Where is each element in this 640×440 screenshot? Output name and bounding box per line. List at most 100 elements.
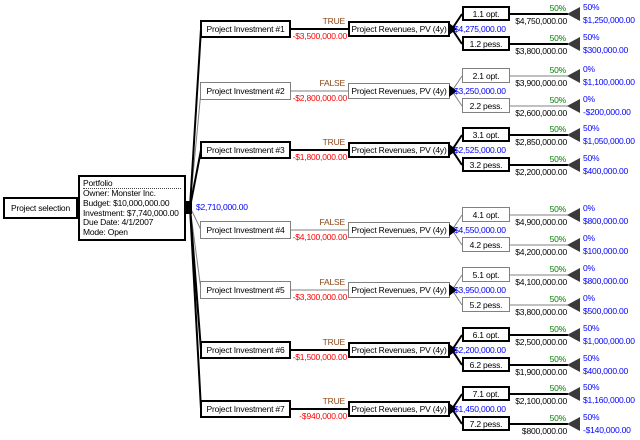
end-node-icon[interactable] [567, 417, 580, 431]
branch-value: $2,500,000.00 [515, 337, 567, 347]
revenues-chance-box[interactable]: Project Revenues, PV (4y) [348, 222, 450, 238]
branch-value: $2,200,000.00 [515, 167, 567, 177]
revenues-label: Project Revenues, PV (4y) [351, 24, 447, 34]
branch-value: $2,600,000.00 [515, 108, 567, 118]
branch-optimistic-box[interactable]: 2.1 opt. [462, 68, 510, 83]
project-investment-label: Project Investment #5 [206, 285, 285, 295]
end-node-value: $1,250,000.00 [583, 15, 635, 25]
branch-probability: 50% [549, 154, 567, 164]
revenues-chance-box[interactable]: Project Revenues, PV (4y) [348, 142, 450, 158]
revenues-label: Project Revenues, PV (4y) [351, 86, 447, 96]
revenues-chance-box[interactable]: Project Revenues, PV (4y) [348, 342, 450, 358]
branch-pessimistic-label: 3.2 pess. [469, 159, 503, 170]
end-node-probability: 50% [583, 382, 600, 392]
branch-probability: 50% [549, 33, 567, 43]
root-decision-box[interactable]: Project selection [3, 197, 78, 219]
project-investment-box[interactable]: Project Investment #5 [200, 281, 291, 299]
end-node-icon[interactable] [567, 238, 580, 252]
branch-probability: 50% [549, 95, 567, 105]
root-expected-value: $2,710,000.00 [196, 202, 248, 212]
decision-node-icon[interactable] [184, 201, 192, 214]
branch-pessimistic-box[interactable]: 2.2 pess. [462, 98, 510, 113]
branch-probability: 50% [549, 204, 567, 214]
branch-pessimistic-box[interactable]: 3.2 pess. [462, 157, 510, 172]
branch-probability: 50% [549, 65, 567, 75]
end-node-icon[interactable] [567, 7, 580, 21]
project-investment-label: Project Investment #6 [206, 345, 285, 355]
branch-pessimistic-label: 6.2 pess. [469, 359, 503, 370]
end-node-icon[interactable] [567, 298, 580, 312]
branch-value: $3,800,000.00 [515, 307, 567, 317]
end-node-value: $1,160,000.00 [583, 395, 635, 405]
revenues-expected-value: $2,200,000.00 [454, 345, 506, 355]
revenues-expected-value: $1,450,000.00 [454, 404, 506, 414]
project-investment-box[interactable]: Project Investment #1 [200, 20, 291, 38]
branch-optimistic-label: 4.1 opt. [472, 209, 500, 220]
investment-cost-label: -$3,500,000.00 [292, 31, 348, 41]
project-investment-box[interactable]: Project Investment #3 [200, 141, 291, 159]
revenues-chance-box[interactable]: Project Revenues, PV (4y) [348, 83, 450, 99]
end-node-icon[interactable] [567, 208, 580, 222]
branch-pessimistic-box[interactable]: 7.2 pess. [462, 416, 510, 431]
branch-optimistic-box[interactable]: 1.1 opt. [462, 6, 510, 21]
branch-pessimistic-box[interactable]: 5.2 pess. [462, 297, 510, 312]
end-node-probability: 50% [583, 123, 600, 133]
end-node-icon[interactable] [567, 128, 580, 142]
branch-optimistic-box[interactable]: 6.1 opt. [462, 327, 510, 342]
end-node-icon[interactable] [567, 37, 580, 51]
project-investment-box[interactable]: Project Investment #4 [200, 221, 291, 239]
decision-value-label: FALSE [319, 78, 346, 88]
revenues-label: Project Revenues, PV (4y) [351, 145, 447, 155]
branch-value: $800,000.00 [521, 426, 567, 436]
portfolio-due-date: Due Date: 4/1/2007 [83, 217, 154, 228]
end-node-probability: 50% [583, 323, 600, 333]
branch-optimistic-box[interactable]: 5.1 opt. [462, 267, 510, 282]
end-node-probability: 50% [583, 153, 600, 163]
end-node-value: $1,100,000.00 [583, 77, 635, 87]
investment-cost-label: -$1,800,000.00 [292, 152, 348, 162]
revenues-chance-box[interactable]: Project Revenues, PV (4y) [348, 282, 450, 298]
portfolio-box[interactable]: Portfolio Owner: Monster Inc. Budget: $1… [78, 175, 186, 241]
project-investment-box[interactable]: Project Investment #7 [200, 400, 291, 418]
end-node-icon[interactable] [567, 158, 580, 172]
end-node-icon[interactable] [567, 387, 580, 401]
end-node-probability: 50% [583, 32, 600, 42]
revenues-expected-value: $4,550,000.00 [454, 225, 506, 235]
revenues-chance-box[interactable]: Project Revenues, PV (4y) [348, 21, 450, 37]
branch-optimistic-box[interactable]: 4.1 opt. [462, 207, 510, 222]
end-node-icon[interactable] [567, 99, 580, 113]
revenues-chance-box[interactable]: Project Revenues, PV (4y) [348, 401, 450, 417]
branch-pessimistic-box[interactable]: 4.2 pess. [462, 237, 510, 252]
branch-pessimistic-label: 2.2 pess. [469, 100, 503, 111]
investment-cost-label: -$2,800,000.00 [292, 93, 348, 103]
revenues-label: Project Revenues, PV (4y) [351, 404, 447, 414]
branch-value: $4,750,000.00 [515, 16, 567, 26]
connector-line [189, 149, 202, 208]
branch-optimistic-box[interactable]: 3.1 opt. [462, 127, 510, 142]
branch-pessimistic-box[interactable]: 1.2 pess. [462, 36, 510, 51]
connector-line [189, 28, 202, 208]
branch-pessimistic-box[interactable]: 6.2 pess. [462, 357, 510, 372]
project-investment-label: Project Investment #1 [206, 24, 285, 34]
project-investment-label: Project Investment #4 [206, 225, 285, 235]
end-node-probability: 0% [583, 203, 595, 213]
end-node-icon[interactable] [567, 69, 580, 83]
end-node-icon[interactable] [567, 268, 580, 282]
portfolio-owner: Owner: Monster Inc. [83, 188, 156, 199]
end-node-icon[interactable] [567, 358, 580, 372]
project-investment-box[interactable]: Project Investment #6 [200, 341, 291, 359]
branch-optimistic-label: 1.1 opt. [472, 8, 500, 19]
end-node-probability: 0% [583, 233, 595, 243]
end-node-value: $800,000.00 [583, 276, 629, 286]
branch-optimistic-box[interactable]: 7.1 opt. [462, 386, 510, 401]
project-investment-box[interactable]: Project Investment #2 [200, 82, 291, 100]
end-node-probability: 50% [583, 353, 600, 363]
end-node-icon[interactable] [567, 328, 580, 342]
end-node-probability: 0% [583, 263, 595, 273]
branch-value: $3,900,000.00 [515, 78, 567, 88]
decision-value-label: TRUE [322, 16, 346, 26]
branch-optimistic-label: 7.1 opt. [472, 388, 500, 399]
branch-probability: 50% [549, 383, 567, 393]
chance-node-icon [449, 224, 457, 236]
branch-value: $4,200,000.00 [515, 247, 567, 257]
